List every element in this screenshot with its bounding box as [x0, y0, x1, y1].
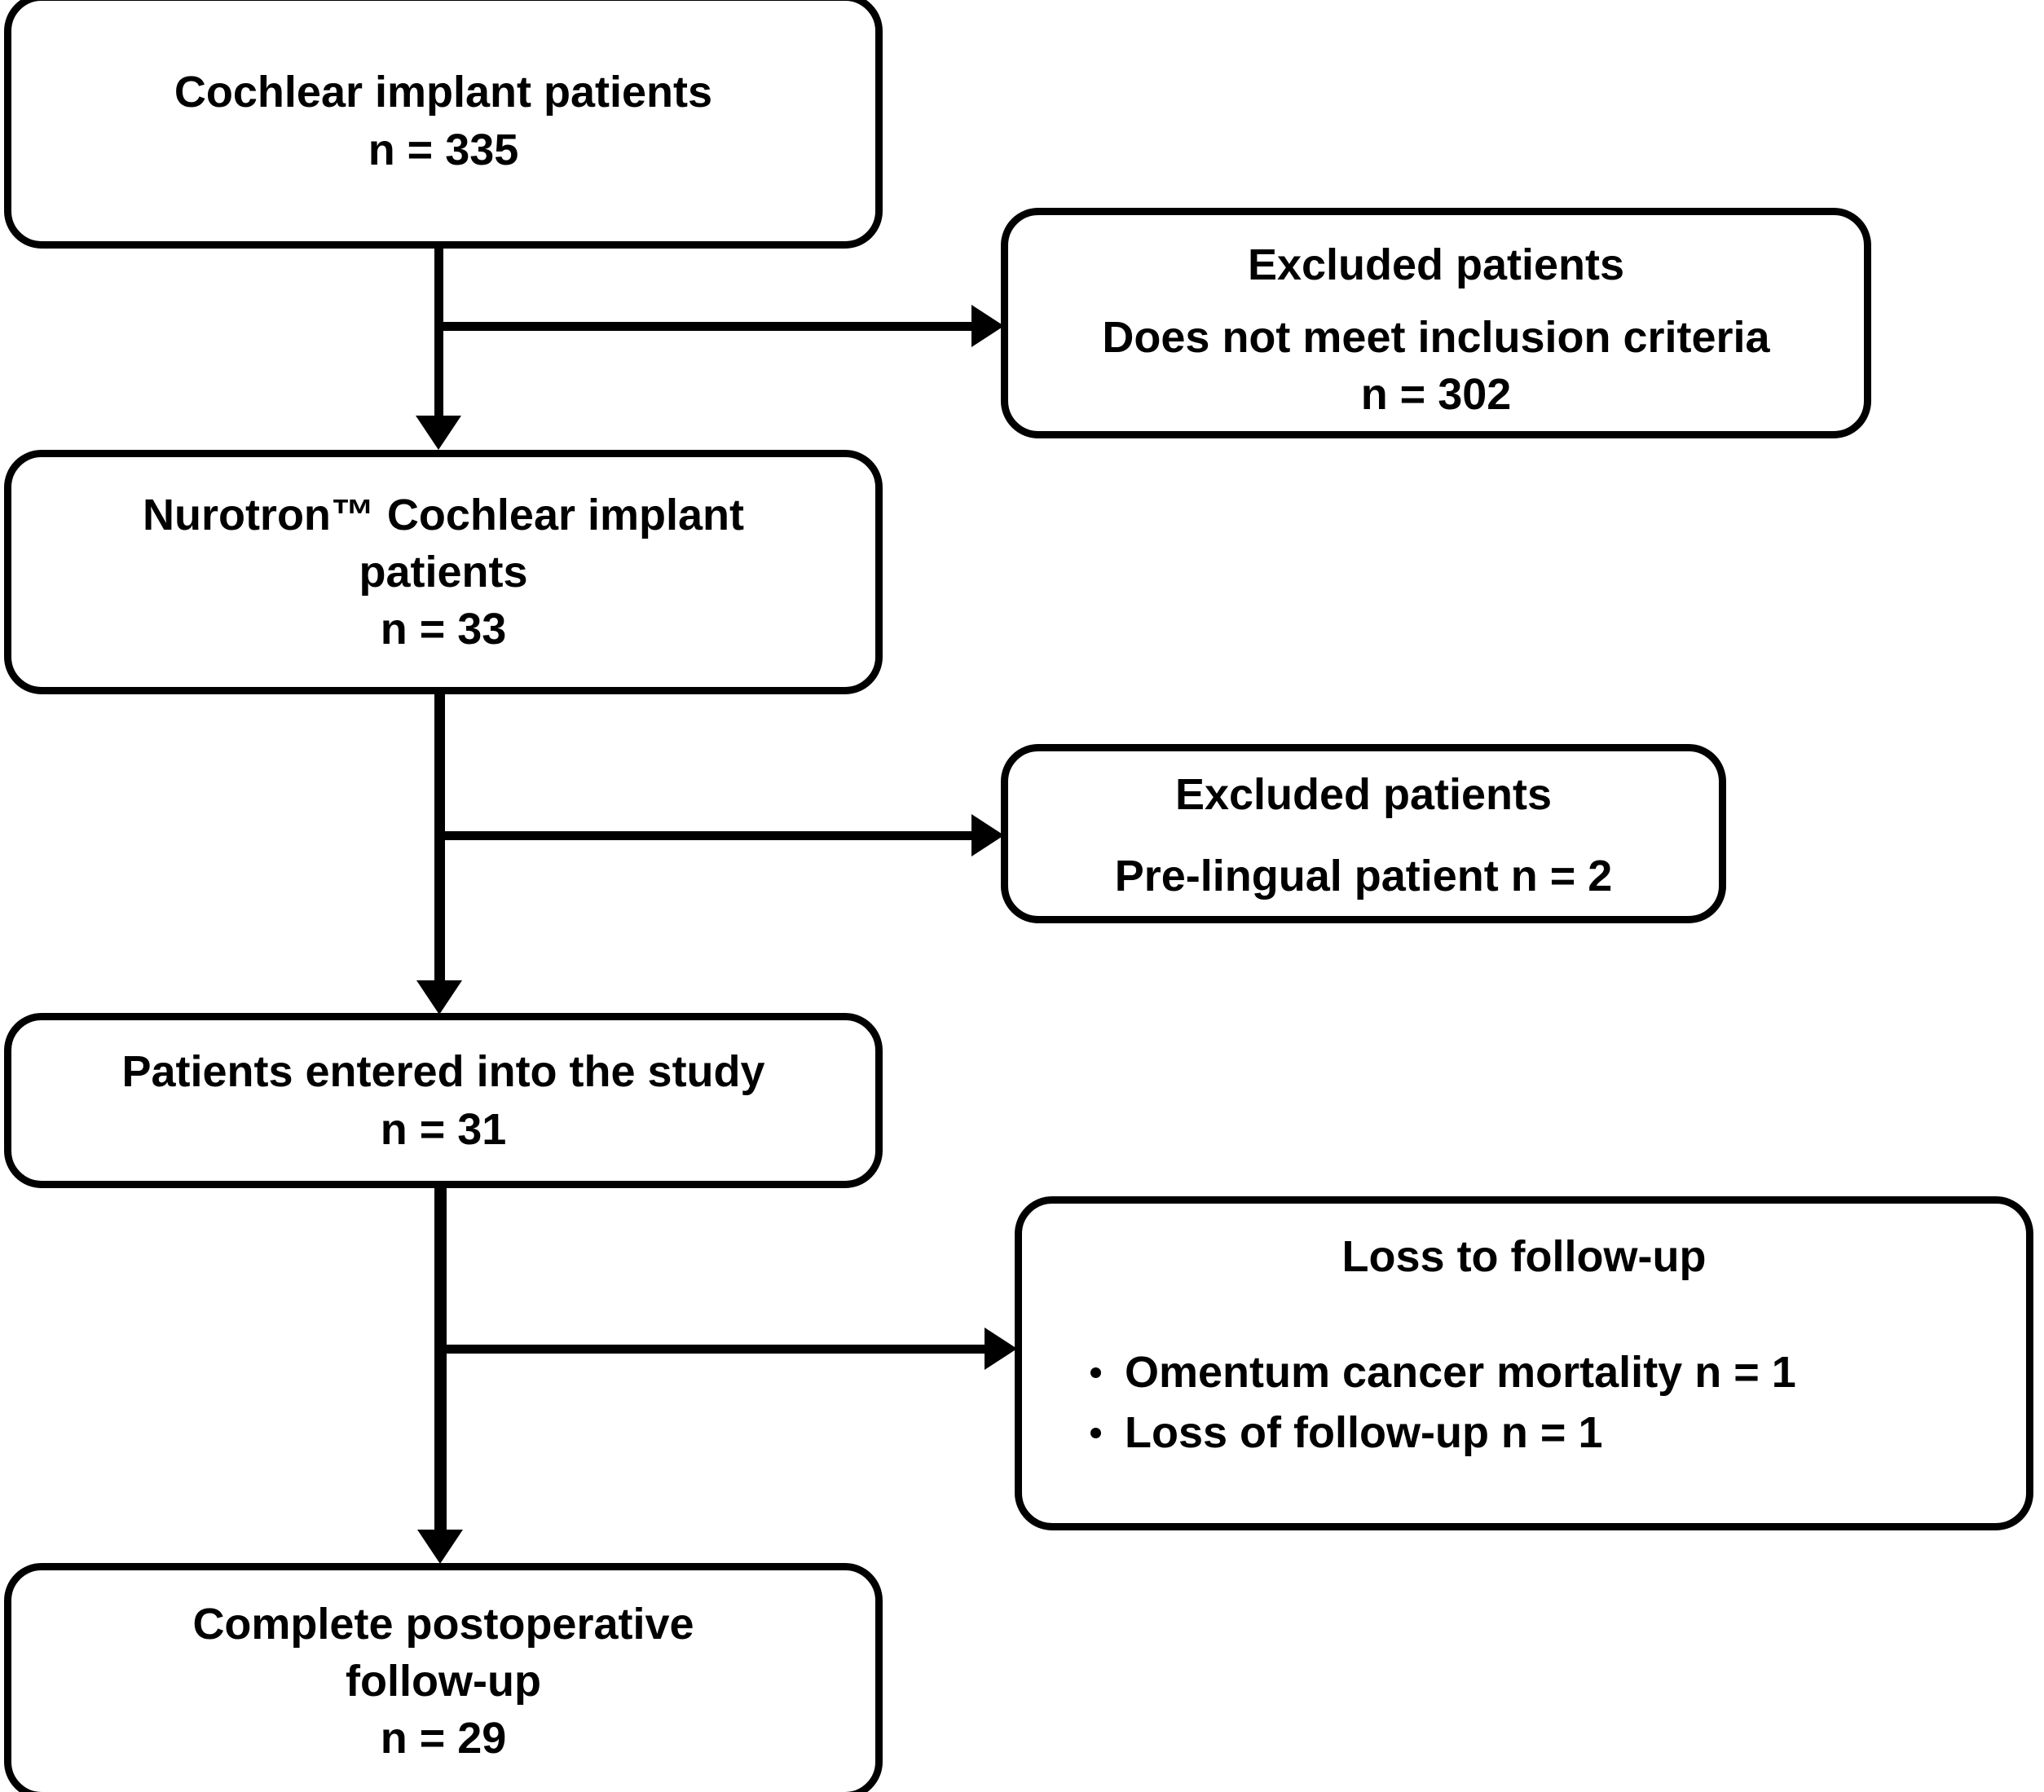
node-title: Loss to follow-up — [1341, 1232, 1707, 1281]
connector-entered-study-to-complete-followup — [434, 1183, 447, 1534]
arrow-right-icon — [985, 1327, 1017, 1370]
arrow-right-icon — [971, 814, 1004, 856]
node-title-line1: Complete postoperative — [192, 1599, 694, 1649]
arrow-down-icon — [416, 980, 462, 1015]
node-reason: Pre-lingual patient n = 2 — [1114, 852, 1613, 901]
loss-reason-list: Omentum cancer mortality n = 1 Loss of f… — [1042, 1341, 2007, 1464]
node-complete-postoperative-follow-up: Complete postoperative follow-up n = 29 — [4, 1563, 883, 1792]
connector-enrolled-to-excluded-inclusion — [434, 322, 982, 331]
node-count: n = 335 — [368, 125, 519, 174]
node-title: Patients entered into the study — [121, 1047, 765, 1097]
connector-nurotron-to-excluded-prelingual — [434, 831, 982, 840]
node-title: Excluded patients — [1174, 770, 1553, 819]
node-excluded-inclusion-criteria: Excluded patients Does not meet inclusio… — [1001, 208, 1871, 438]
connector-enrolled-to-nurotron — [434, 244, 443, 420]
node-title-line2: patients — [359, 547, 528, 597]
connector-entered-study-to-loss-followup — [434, 1345, 997, 1354]
node-cochlear-implant-patients: Cochlear implant patients n = 335 — [4, 0, 883, 249]
node-count: n = 302 — [1360, 369, 1512, 419]
node-title-line2: follow-up — [346, 1656, 541, 1706]
arrow-down-icon — [417, 1530, 463, 1564]
node-excluded-prelingual: Excluded patients Pre-lingual patient n … — [1001, 744, 1726, 923]
list-item: Omentum cancer mortality n = 1 — [1087, 1344, 2007, 1401]
node-count: n = 31 — [380, 1104, 507, 1154]
node-patients-entered-study: Patients entered into the study n = 31 — [4, 1013, 883, 1188]
node-title: Cochlear implant patients — [174, 68, 713, 117]
node-loss-to-follow-up: Loss to follow-up Omentum cancer mortali… — [1015, 1196, 2033, 1530]
node-title-line1: Nurotron™ Cochlear implant — [142, 490, 745, 539]
list-item: Loss of follow-up n = 1 — [1087, 1404, 2007, 1461]
arrow-right-icon — [971, 305, 1004, 347]
node-nurotron-cochlear-implant-patients: Nurotron™ Cochlear implant patients n = … — [4, 450, 883, 694]
node-count: n = 29 — [380, 1714, 507, 1763]
node-count: n = 33 — [380, 605, 507, 654]
node-reason: Does not meet inclusion criteria — [1102, 312, 1770, 362]
arrow-down-icon — [416, 416, 461, 450]
node-title: Excluded patients — [1247, 240, 1625, 289]
